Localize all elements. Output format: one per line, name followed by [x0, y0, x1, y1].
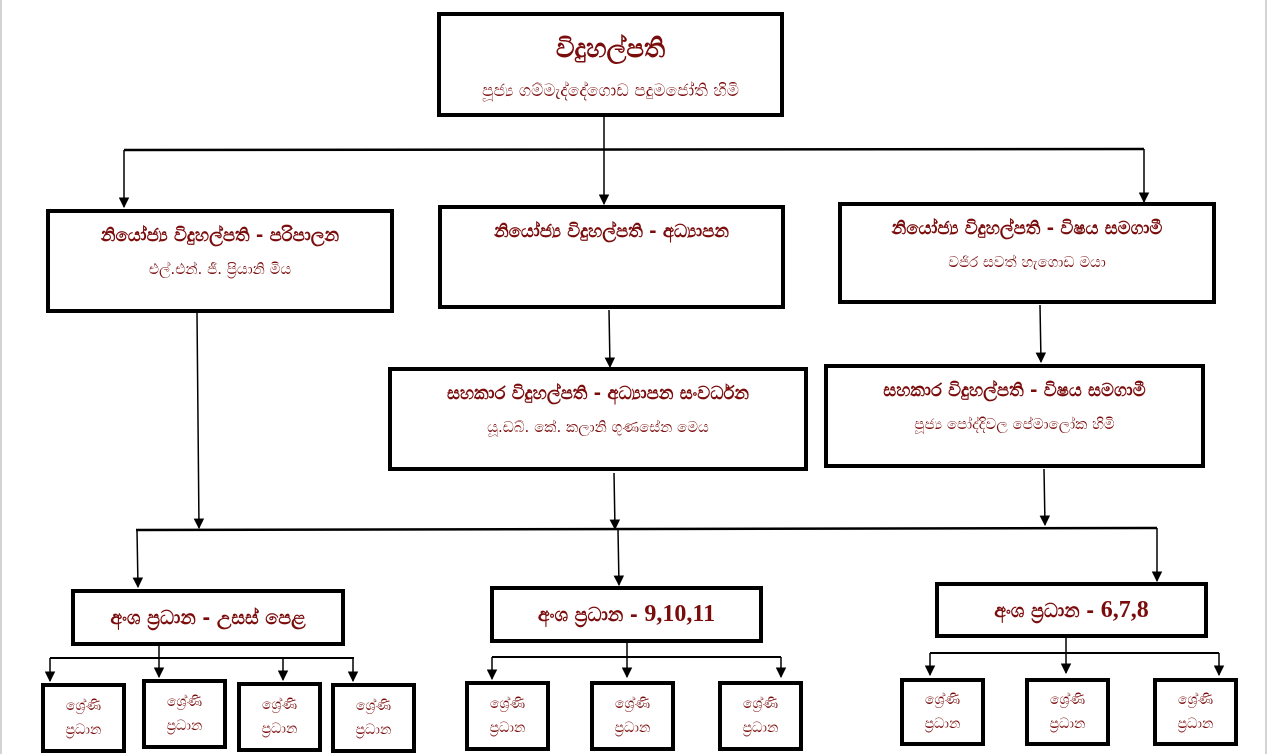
- connector-deputy-education-to-assistant: [604, 309, 616, 369]
- principal-box: විදුහල්පති පූජ්‍ය ගම්මැද්දේගොඩ පදුමජෝති …: [437, 12, 784, 117]
- connector-principal-bus: [123, 147, 1145, 152]
- grade-head-box: ශ්‍රේණිප්‍රධාන: [142, 679, 227, 749]
- grade-head-box: ශ්‍රේණිප්‍රධාන: [465, 681, 550, 751]
- deputy-admin-name: එල්.එන්. ජී. ප්‍රියානි මිය: [148, 260, 292, 278]
- connector-assistant-cocurricular-to-bus: [1039, 468, 1051, 527]
- principal-name: පූජ්‍ය ගම්මැද්දේගොඩ පදුමජෝති හිමි: [482, 81, 739, 101]
- deputy-education-title: නියෝජ්‍ය විදුහල්පති - අධ්‍යාපන: [494, 221, 729, 242]
- section-9-11-box: අංශ ප්‍රධාන - 9,10,11: [490, 586, 763, 643]
- connector-section-bus: [135, 526, 1158, 532]
- grade-head-box: ශ්‍රේණිප්‍රධාන: [237, 682, 322, 752]
- grade-head-box: ශ්‍රේණිප්‍රධාන: [900, 678, 985, 746]
- assistant-education-name: යූ.ඩබ්. කේ. කලානි ගුණසේන මෙය: [487, 418, 709, 436]
- deputy-cocurricular-name: වජිර සවත් හැගොඩ මයා: [948, 253, 1106, 271]
- connector-to-section-al: [132, 529, 144, 589]
- connector-to-section-9-11: [613, 529, 625, 587]
- assistant-education-box: සහකාර විදුහල්පති - අධ්‍යාපන සංවර්ධන යූ.ඩ…: [388, 367, 808, 471]
- grade-head-box: ශ්‍රේණිප්‍රධාන: [1025, 678, 1110, 746]
- assistant-cocurricular-box: සහකාර විදුහල්පති - විෂය සමගාමී පූජ්‍ය පෝ…: [824, 364, 1205, 468]
- page-edge-right: [1265, 0, 1267, 754]
- assistant-education-title: සහකාර විදුහල්පති - අධ්‍යාපන සංවර්ධන: [446, 383, 750, 404]
- section-9-11-value: 9,10,11: [644, 601, 716, 627]
- deputy-admin-box: නියෝජ්‍ය විදුහල්පති - පරිපාලන එල්.එන්. ජ…: [46, 209, 394, 313]
- deputy-cocurricular-box: නියෝජ්‍ය විදුහල්පති - විෂය සමගාමී වජිර ස…: [838, 202, 1216, 304]
- section-advanced-level-box: අංශ ප්‍රධාන - උසස් පෙළ: [71, 589, 345, 646]
- grade-head-box: ශ්‍රේණිප්‍රධාන: [590, 681, 675, 751]
- section-9-11-label: අංශ ප්‍රධාන - 9,10,11: [537, 601, 716, 627]
- grade-head-box: ශ්‍රේණිප්‍රධාන: [1153, 678, 1238, 746]
- deputy-education-box: නියෝජ්‍ය විදුහල්පති - අධ්‍යාපන: [438, 205, 785, 309]
- section-advanced-level-label: අංශ ප්‍රධාන - උසස් පෙළ: [110, 606, 306, 629]
- section-6-8-value: 6,7,8: [1100, 596, 1149, 623]
- deputy-cocurricular-title: නියෝජ්‍ය විදුහල්පති - විෂය සමගාමී: [891, 218, 1163, 239]
- grade-head-box: ශ්‍රේණිප්‍රධාන: [41, 683, 126, 753]
- principal-title: විදුහල්පති: [555, 34, 666, 64]
- grade-head-box: ශ්‍රේණිප්‍රධාන: [718, 681, 803, 751]
- grade-head-box: ශ්‍රේණිප්‍රධාන: [331, 683, 416, 753]
- deputy-admin-title: නියෝජ්‍ය විදුහල්පති - පරිපාලන: [100, 225, 340, 246]
- section-6-8-box: අංශ ප්‍රධාන - 6,7,8: [935, 582, 1208, 638]
- connector-deputy-cocurricular-to-assistant: [1035, 304, 1047, 364]
- section-6-8-label: අංශ ප්‍රධාන - 6,7,8: [994, 596, 1149, 623]
- assistant-cocurricular-name: පූජ්‍ය පෝද්දිවල පේමාලෝක හිමි: [914, 415, 1115, 433]
- page-edge-left: [0, 0, 2, 754]
- connector-assistant-education-to-bus: [609, 472, 621, 531]
- section-advanced-level-value: උසස් පෙළ: [216, 606, 306, 629]
- connector-deputy-admin-to-bus: [193, 312, 205, 530]
- assistant-cocurricular-title: සහකාර විදුහල්පති - විෂය සමගාමී: [883, 380, 1146, 401]
